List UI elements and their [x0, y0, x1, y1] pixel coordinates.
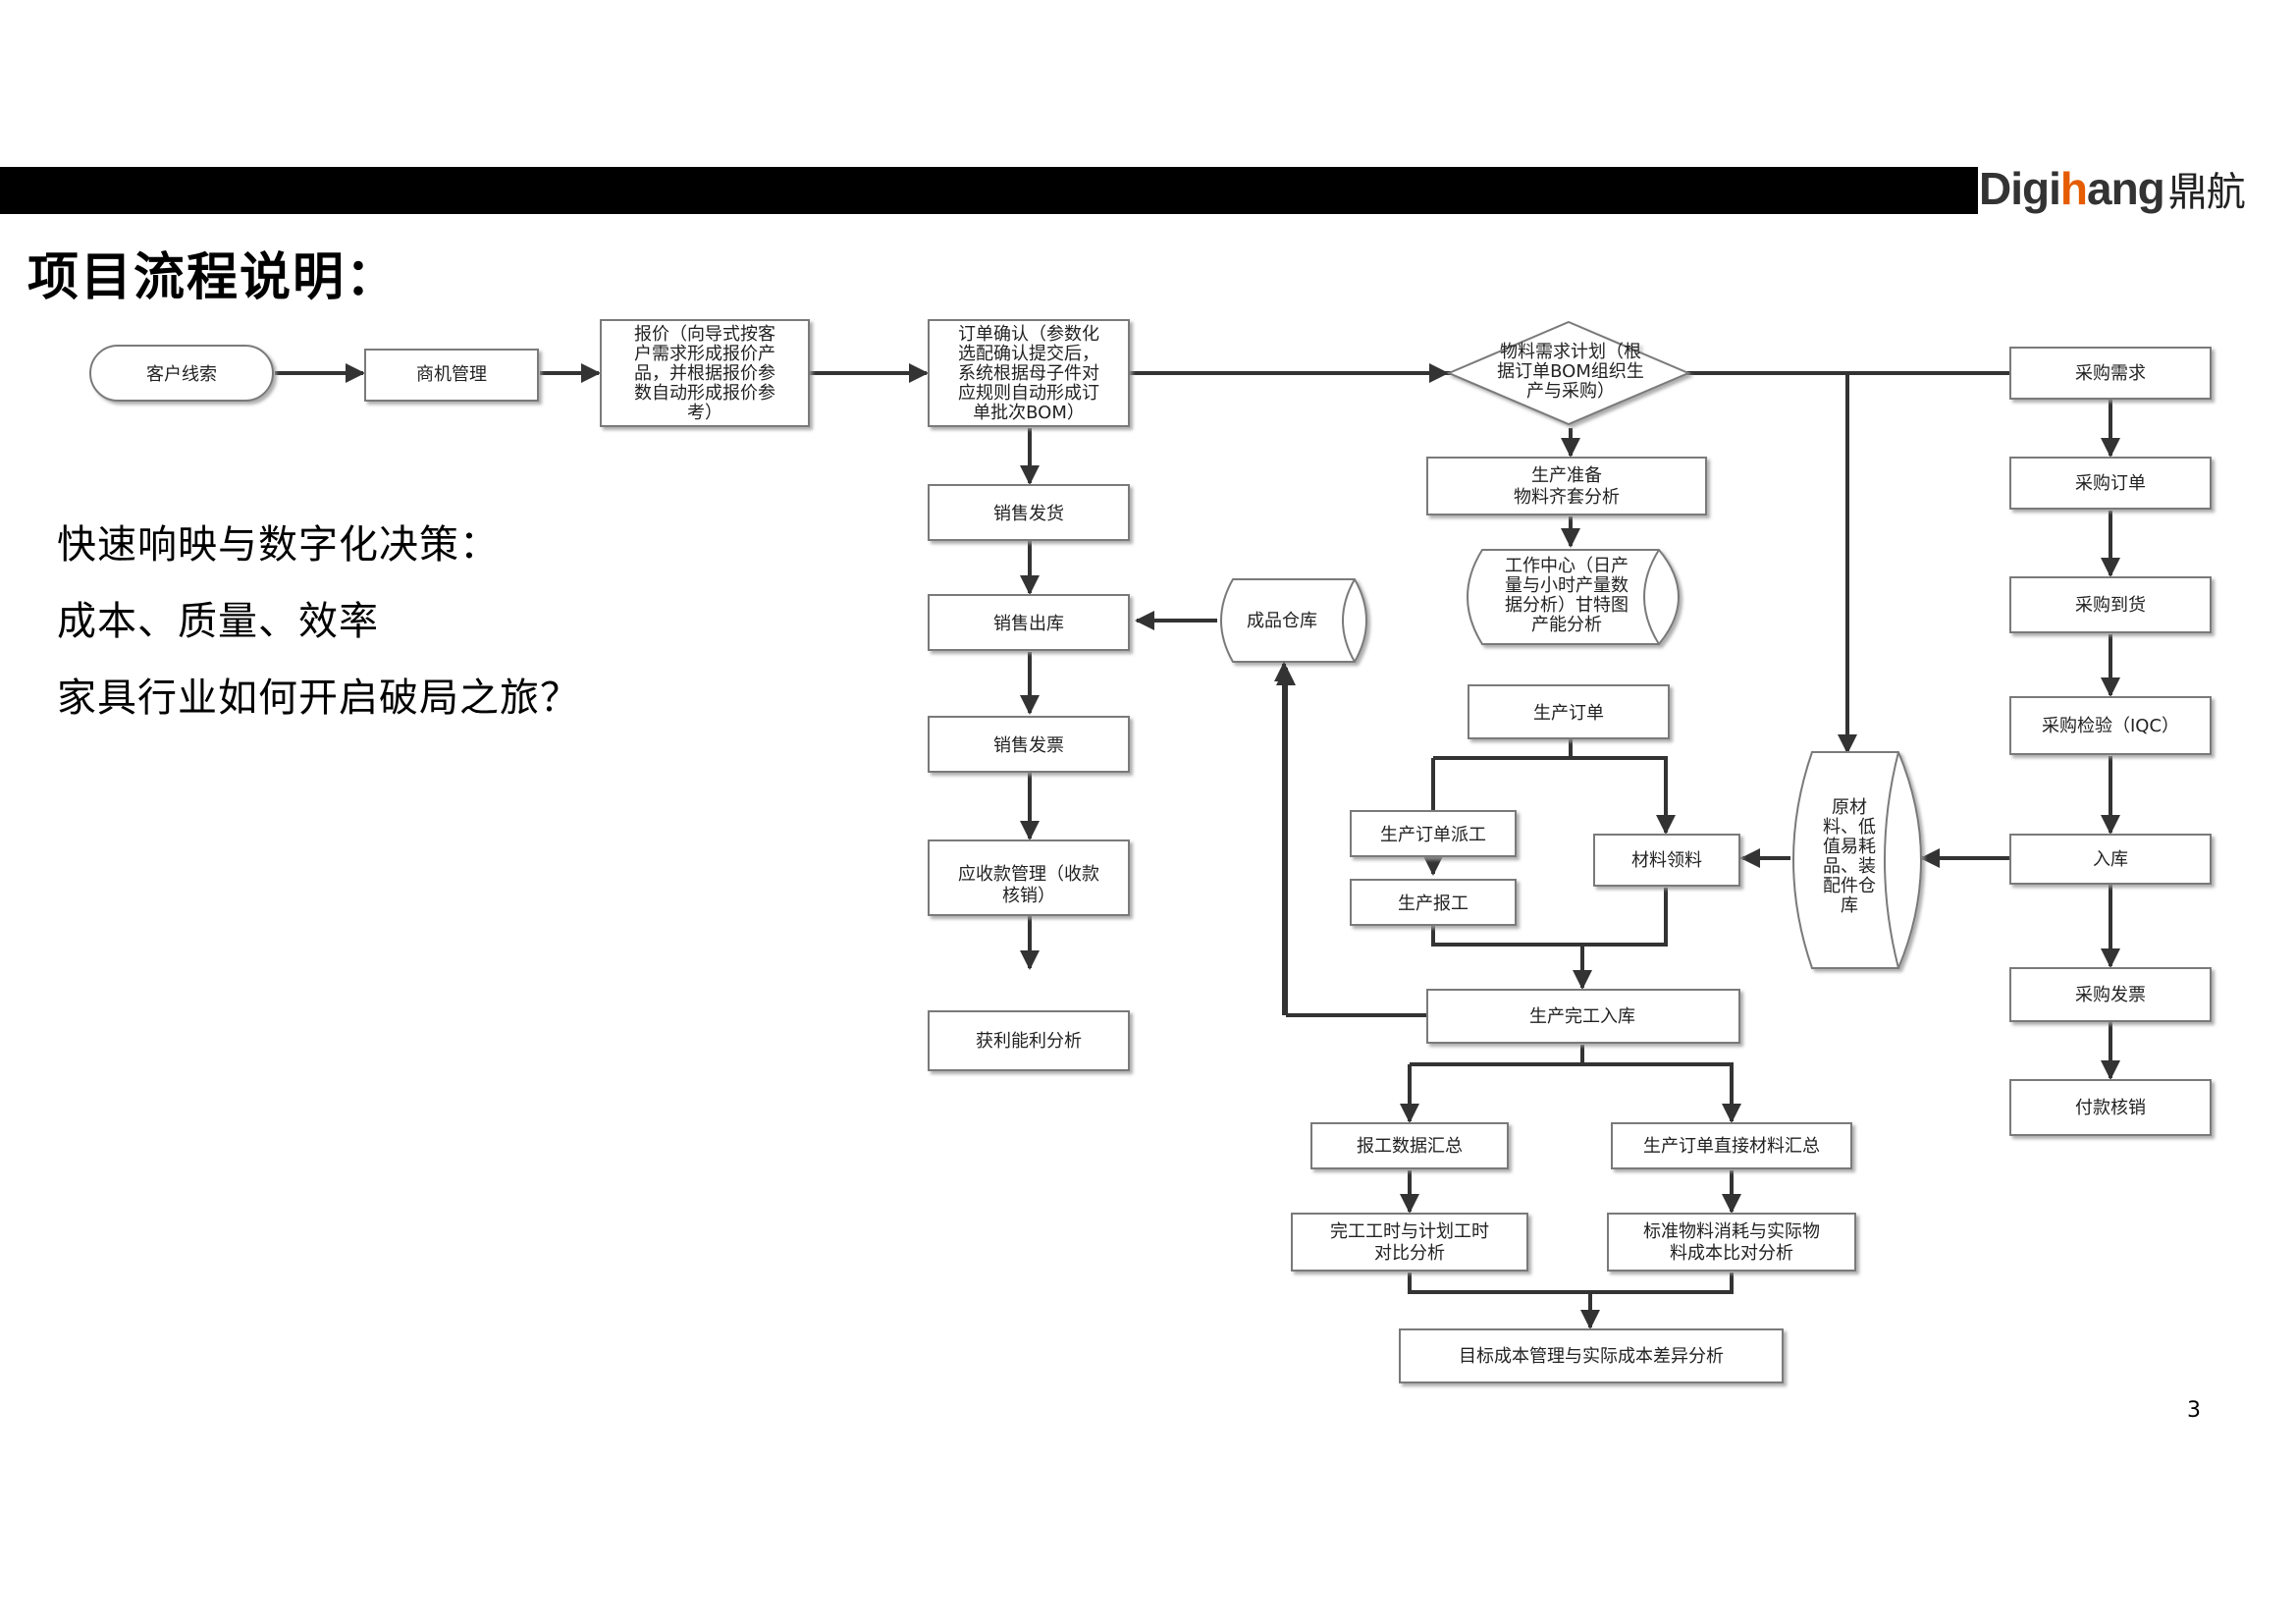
svg-text:据分析）甘特图: 据分析）甘特图 — [1505, 595, 1629, 616]
svg-text:库: 库 — [1841, 895, 1858, 916]
node-purchase-arrival: 采购到货 — [2009, 576, 2212, 633]
node-work-center: 工作中心（日产 量与小时产量数 据分析）甘特图 产能分析 — [1467, 549, 1680, 645]
svg-text:工作中心（日产: 工作中心（日产 — [1505, 556, 1629, 576]
lead-line-2: 成本、质量、效率 — [57, 599, 379, 644]
svg-text:值易耗: 值易耗 — [1823, 837, 1876, 857]
svg-text:单批次BOM）: 单批次BOM） — [973, 403, 1085, 423]
svg-text:采购订单: 采购订单 — [2075, 473, 2146, 494]
svg-text:报工数据汇总: 报工数据汇总 — [1357, 1136, 1463, 1157]
svg-text:完工工时与计划工时: 完工工时与计划工时 — [1330, 1221, 1489, 1242]
svg-text:考）: 考） — [687, 403, 722, 423]
svg-text:应收款管理（收款: 应收款管理（收款 — [958, 864, 1099, 885]
node-quotation: 报价（向导式按客 户需求形成报价产 品，并根据报价参 数自动形成报价参 考） — [600, 319, 810, 427]
node-purchase-iqc: 采购检验（IQC） — [2009, 696, 2212, 755]
node-customer-lead: 客户线索 — [89, 345, 274, 402]
svg-text:核销）: 核销） — [1002, 886, 1055, 906]
node-hours-compare: 完工工时与计划工时 对比分析 — [1291, 1213, 1528, 1272]
node-sales-outbound: 销售出库 — [928, 594, 1130, 651]
svg-text:据订单BOM组织生: 据订单BOM组织生 — [1497, 361, 1644, 382]
svg-text:生产准备: 生产准备 — [1531, 465, 1602, 486]
svg-text:生产完工入库: 生产完工入库 — [1529, 1006, 1635, 1027]
node-prod-order: 生产订单 — [1468, 684, 1670, 739]
node-material-issue: 材料领料 — [1593, 834, 1740, 887]
svg-text:系统根据母子件对: 系统根据母子件对 — [958, 363, 1099, 384]
node-raw-warehouse: 原材 料、低 值易耗 品、装 配件仓 库 — [1792, 751, 1922, 969]
svg-text:配件仓: 配件仓 — [1823, 876, 1876, 896]
svg-text:生产订单直接材料汇总: 生产订单直接材料汇总 — [1643, 1136, 1820, 1157]
svg-text:品，并根据报价参: 品，并根据报价参 — [634, 363, 775, 384]
svg-text:采购到货: 采购到货 — [2075, 595, 2146, 616]
page-title: 项目流程说明： — [27, 248, 400, 307]
svg-text:报价（向导式按客: 报价（向导式按客 — [634, 324, 775, 345]
svg-text:物料齐套分析: 物料齐套分析 — [1514, 487, 1620, 508]
node-fg-warehouse: 成品仓库 — [1220, 578, 1367, 663]
lead-line-1: 快速响映与数字化决策： — [57, 522, 500, 568]
svg-text:选配确认提交后，: 选配确认提交后， — [958, 344, 1099, 364]
svg-text:标准物料消耗与实际物: 标准物料消耗与实际物 — [1643, 1221, 1820, 1242]
svg-text:产与采购）: 产与采购） — [1526, 381, 1615, 402]
svg-text:商机管理: 商机管理 — [416, 364, 487, 385]
node-sales-delivery: 销售发货 — [928, 484, 1130, 541]
node-purchase-invoice: 采购发票 — [2009, 967, 2212, 1022]
svg-text:应规则自动形成订: 应规则自动形成订 — [958, 383, 1099, 404]
node-cost-compare: 标准物料消耗与实际物 料成本比对分析 — [1607, 1213, 1856, 1272]
svg-text:品、装: 品、装 — [1823, 856, 1876, 877]
svg-text:销售发货: 销售发货 — [993, 504, 1064, 524]
node-cost-variance: 目标成本管理与实际成本差异分析 — [1399, 1328, 1784, 1383]
svg-text:销售发票: 销售发票 — [993, 735, 1064, 756]
svg-text:付款核销: 付款核销 — [2075, 1098, 2146, 1118]
svg-text:订单确认（参数化: 订单确认（参数化 — [958, 324, 1099, 345]
node-mrp: 物料需求计划（根 据订单BOM组织生 产与采购） — [1446, 320, 1691, 426]
svg-text:料成本比对分析: 料成本比对分析 — [1670, 1243, 1793, 1264]
svg-text:入库: 入库 — [2093, 849, 2128, 870]
svg-text:物料需求计划（根: 物料需求计划（根 — [1500, 342, 1641, 362]
node-completion: 生产完工入库 — [1426, 989, 1740, 1044]
node-purchase-order: 采购订单 — [2009, 457, 2212, 510]
svg-text:量与小时产量数: 量与小时产量数 — [1505, 575, 1629, 596]
node-payment: 付款核销 — [2009, 1079, 2212, 1136]
svg-text:采购需求: 采购需求 — [2075, 363, 2146, 384]
svg-text:材料领料: 材料领料 — [1631, 850, 1702, 871]
svg-text:采购发票: 采购发票 — [2075, 985, 2146, 1005]
node-profit-analysis: 获利能利分析 — [928, 1010, 1130, 1071]
node-opportunity: 商机管理 — [364, 349, 539, 402]
svg-text:客户线索: 客户线索 — [146, 364, 217, 385]
node-dispatch: 生产订单派工 — [1350, 810, 1517, 857]
svg-text:数自动形成报价参: 数自动形成报价参 — [634, 383, 775, 404]
node-sales-invoice: 销售发票 — [928, 716, 1130, 773]
svg-text:生产订单派工: 生产订单派工 — [1380, 825, 1486, 845]
svg-text:生产订单: 生产订单 — [1533, 703, 1604, 724]
svg-text:户需求形成报价产: 户需求形成报价产 — [634, 344, 775, 364]
svg-text:销售出库: 销售出库 — [993, 614, 1064, 634]
svg-text:成品仓库: 成品仓库 — [1247, 611, 1317, 631]
svg-text:采购检验（IQC）: 采购检验（IQC） — [2042, 716, 2179, 736]
svg-text:获利能利分析: 获利能利分析 — [976, 1031, 1082, 1052]
svg-text:对比分析: 对比分析 — [1374, 1243, 1445, 1264]
header-bar — [0, 167, 1978, 214]
lead-line-3: 家具行业如何开启破局之旅？ — [57, 676, 580, 721]
page-number: 3 — [2187, 1398, 2201, 1423]
node-purchase-req: 采购需求 — [2009, 347, 2212, 400]
node-prod-report: 生产报工 — [1350, 879, 1517, 926]
svg-text:生产报工: 生产报工 — [1398, 893, 1468, 914]
node-direct-material: 生产订单直接材料汇总 — [1611, 1122, 1852, 1169]
node-report-summary: 报工数据汇总 — [1310, 1122, 1509, 1169]
svg-text:目标成本管理与实际成本差异分析: 目标成本管理与实际成本差异分析 — [1459, 1346, 1724, 1367]
svg-text:料、低: 料、低 — [1823, 817, 1876, 838]
svg-text:产能分析: 产能分析 — [1531, 615, 1602, 635]
node-order-confirm: 订单确认（参数化 选配确认提交后， 系统根据母子件对 应规则自动形成订 单批次B… — [928, 319, 1130, 427]
svg-text:原材: 原材 — [1832, 797, 1867, 818]
node-prod-prep: 生产准备 物料齐套分析 — [1426, 457, 1707, 515]
node-receivables: 应收款管理（收款 核销） — [928, 839, 1130, 916]
node-stock-in: 入库 — [2009, 834, 2212, 885]
